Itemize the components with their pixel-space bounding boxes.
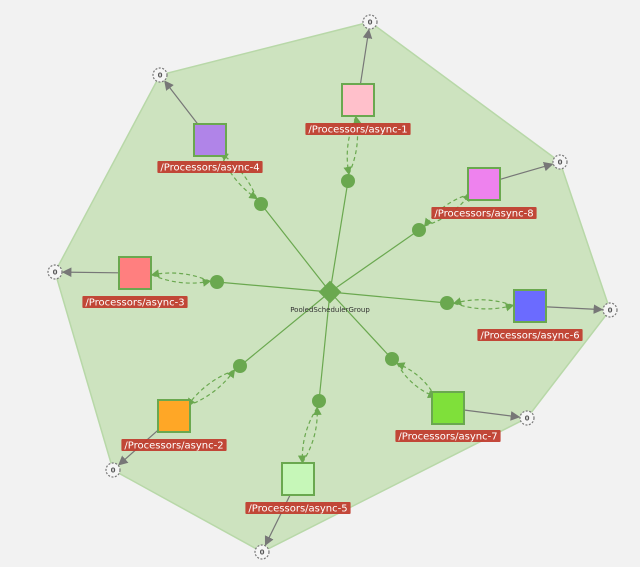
processor-node-async-5[interactable]: /Processors/async-5 xyxy=(245,462,351,515)
processor-box[interactable] xyxy=(193,123,227,157)
port-label: 0 xyxy=(158,72,163,80)
output-port-async-3[interactable]: 0 xyxy=(47,264,63,280)
dispatch-arrow-async-8 xyxy=(423,193,471,227)
scheduler-dot-async-8[interactable] xyxy=(412,223,426,237)
hub-node[interactable]: PooledSchedulerGroup xyxy=(290,280,370,314)
hub-link-async-7 xyxy=(329,291,393,360)
hub-diamond[interactable] xyxy=(318,280,342,304)
output-edge-async-4 xyxy=(164,80,201,127)
processor-node-async-7[interactable]: /Processors/async-7 xyxy=(395,391,501,443)
processor-box[interactable] xyxy=(431,391,465,425)
processor-label-bg xyxy=(82,296,188,308)
return-arrow-async-1 xyxy=(348,115,362,175)
scheduler-dot-async-6[interactable] xyxy=(440,296,454,310)
processor-label: /Processors/async-3 xyxy=(85,298,184,309)
scheduler-dot-async-1[interactable] xyxy=(341,174,355,188)
hub-link-async-5 xyxy=(318,291,331,402)
processor-label-bg xyxy=(157,161,263,173)
port-label: 0 xyxy=(111,467,116,475)
processor-node-async-6[interactable]: /Processors/async-6 xyxy=(477,289,583,342)
processor-node-async-3[interactable]: /Processors/async-3 xyxy=(82,256,188,309)
scheduler-dot-async-5[interactable] xyxy=(312,394,326,408)
dispatch-arrow-async-6 xyxy=(452,297,514,306)
port-label: 0 xyxy=(260,549,265,557)
processor-label: /Processors/async-5 xyxy=(248,504,347,515)
processor-label: /Processors/async-2 xyxy=(124,441,223,452)
dispatch-arrow-async-1 xyxy=(343,116,357,176)
output-edge-async-6 xyxy=(546,304,604,314)
processor-node-async-1[interactable]: /Processors/async-1 xyxy=(305,83,411,136)
processor-node-async-4[interactable]: /Processors/async-4 xyxy=(157,123,263,174)
processor-label-bg xyxy=(477,329,583,341)
port-label: 0 xyxy=(525,415,530,423)
hub-link-async-1 xyxy=(329,180,349,293)
port-circle[interactable] xyxy=(362,14,378,30)
port-circle[interactable] xyxy=(602,302,618,318)
port-label: 0 xyxy=(608,307,613,315)
processor-label-bg xyxy=(121,439,227,451)
port-circle[interactable] xyxy=(519,410,535,426)
dispatch-arrow-async-2 xyxy=(187,369,236,407)
dispatch-arrow-async-3 xyxy=(151,274,212,287)
hub-link-async-8 xyxy=(329,229,420,293)
dispatch-arrow-async-5 xyxy=(301,406,322,463)
return-arrow-async-2 xyxy=(186,369,235,407)
hub-link-async-3 xyxy=(216,281,331,293)
port-circle[interactable] xyxy=(152,67,168,83)
output-edge-async-3 xyxy=(61,267,119,278)
processor-label: /Processors/async-1 xyxy=(308,125,407,136)
processor-label-bg xyxy=(305,123,411,135)
processor-label: /Processors/async-4 xyxy=(160,163,259,174)
processor-box[interactable] xyxy=(118,256,152,290)
port-circle[interactable] xyxy=(105,462,121,478)
output-port-async-7[interactable]: 0 xyxy=(519,410,535,426)
processor-label-bg xyxy=(395,430,501,442)
return-arrow-async-3 xyxy=(150,269,211,282)
output-edge-async-1 xyxy=(359,28,373,84)
processor-box[interactable] xyxy=(281,462,315,496)
return-arrow-async-6 xyxy=(453,302,515,312)
processor-box[interactable] xyxy=(341,83,375,117)
processor-label: /Processors/async-8 xyxy=(434,209,533,220)
processor-node-async-2[interactable]: /Processors/async-2 xyxy=(121,399,227,452)
port-label: 0 xyxy=(368,19,373,27)
output-port-async-2[interactable]: 0 xyxy=(105,462,121,478)
processor-label-bg xyxy=(245,502,351,514)
output-port-async-6[interactable]: 0 xyxy=(602,302,618,318)
output-port-async-1[interactable]: 0 xyxy=(362,14,378,30)
output-edge-async-8 xyxy=(500,161,554,180)
scheduler-dot-async-7[interactable] xyxy=(385,352,399,366)
return-arrow-async-5 xyxy=(297,407,318,464)
processor-label-bg xyxy=(431,207,537,219)
hub-link-async-2 xyxy=(239,291,331,367)
processor-label: /Processors/async-6 xyxy=(480,331,579,342)
hub-link-async-4 xyxy=(260,203,331,293)
return-arrow-async-4 xyxy=(219,152,258,199)
port-circle[interactable] xyxy=(47,264,63,280)
dispatch-arrow-async-4 xyxy=(220,153,258,200)
processor-box[interactable] xyxy=(467,167,501,201)
port-circle[interactable] xyxy=(552,154,568,170)
processor-box[interactable] xyxy=(157,399,191,433)
output-port-async-8[interactable]: 0 xyxy=(552,154,568,170)
hub-link-async-6 xyxy=(329,291,448,304)
processor-label: /Processors/async-7 xyxy=(398,432,497,443)
nodes-layer: 0/Processors/async-1 0/Processors/async-8… xyxy=(47,14,618,560)
output-edge-async-7 xyxy=(464,409,521,421)
edges-layer xyxy=(61,28,604,546)
processor-node-async-8[interactable]: /Processors/async-8 xyxy=(431,167,537,220)
scheduler-dot-async-4[interactable] xyxy=(254,197,268,211)
port-label: 0 xyxy=(558,159,563,167)
output-port-async-4[interactable]: 0 xyxy=(152,67,168,83)
scheduler-dot-async-3[interactable] xyxy=(210,275,224,289)
processor-box[interactable] xyxy=(513,289,547,323)
port-label: 0 xyxy=(53,269,58,277)
scheduler-dot-async-2[interactable] xyxy=(233,359,247,373)
hub-label: PooledSchedulerGroup xyxy=(290,306,370,314)
output-port-async-5[interactable]: 0 xyxy=(254,544,270,560)
port-circle[interactable] xyxy=(254,544,270,560)
